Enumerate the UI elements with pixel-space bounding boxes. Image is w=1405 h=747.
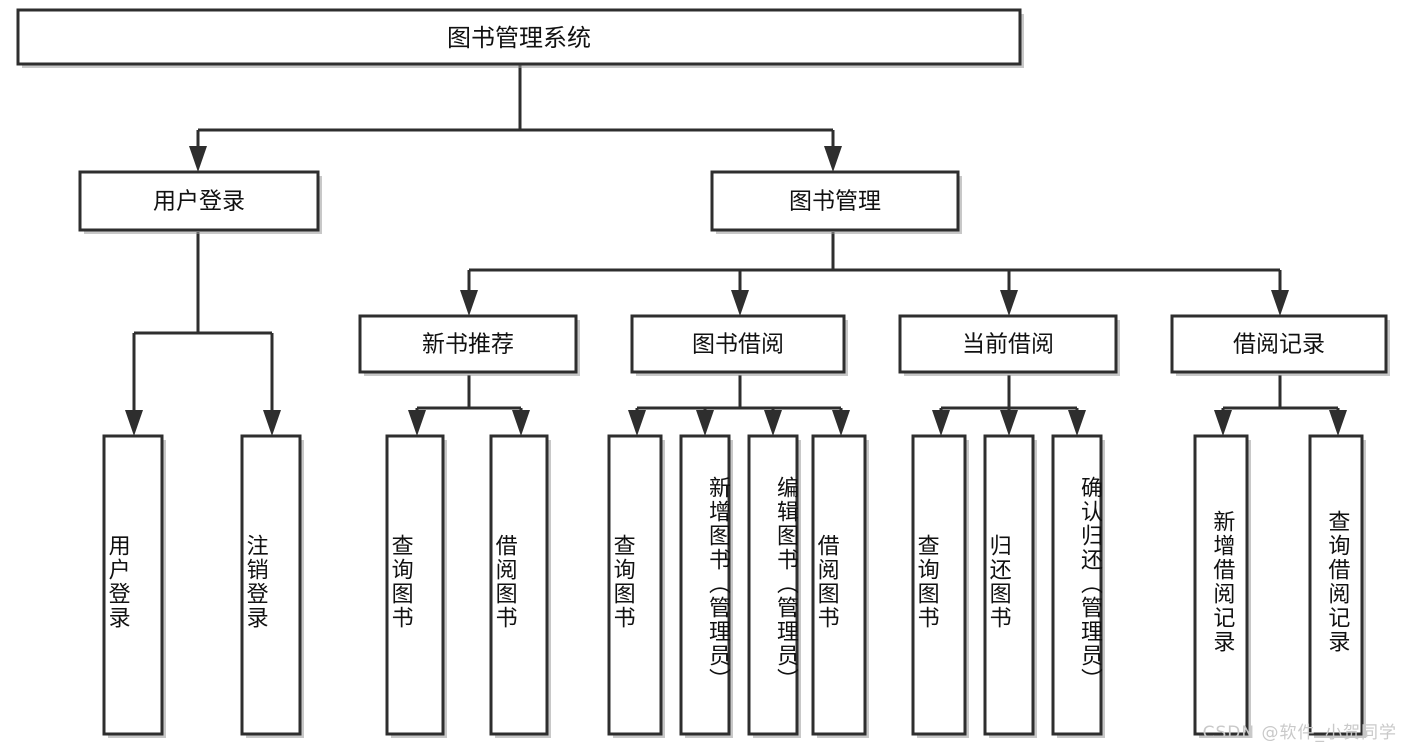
leaf-box[interactable] xyxy=(385,434,445,736)
arrow-head-icon xyxy=(1000,290,1018,316)
leaf-current-borrow-2[interactable] xyxy=(1051,434,1105,738)
leaf-box[interactable] xyxy=(1308,434,1364,736)
node-new-book-recommend-box[interactable] xyxy=(358,314,578,374)
leaf-user-login-1[interactable] xyxy=(240,434,304,738)
leaf-book-borrow-1[interactable] xyxy=(679,434,733,738)
arrow-head-icon xyxy=(263,410,281,436)
node-borrow-records-label: 借阅记录 xyxy=(1233,332,1325,358)
arrow-head-icon xyxy=(512,410,530,436)
arrow-head-icon xyxy=(125,410,143,436)
node-current-borrow-label: 当前借阅 xyxy=(962,332,1054,358)
leaf-book-borrow-3[interactable] xyxy=(811,434,869,738)
arrow-head-icon xyxy=(1329,410,1347,436)
leaf-box[interactable] xyxy=(240,434,302,736)
node-new-book-recommend-label: 新书推荐 xyxy=(422,332,514,358)
arrow-head-icon xyxy=(1000,410,1018,436)
node-book-borrow[interactable]: 图书借阅 xyxy=(630,314,848,376)
leaf-box[interactable] xyxy=(983,434,1035,736)
connector-group-records xyxy=(1214,375,1347,436)
leaf-box[interactable] xyxy=(811,434,867,736)
arrow-head-icon xyxy=(408,410,426,436)
node-new-book-recommend[interactable]: 新书推荐 xyxy=(358,314,580,376)
leaf-borrow-records-1[interactable] xyxy=(1308,434,1366,738)
connector-group-current xyxy=(932,375,1086,436)
connector-group-borrow xyxy=(628,375,850,436)
leaf-current-borrow-0[interactable] xyxy=(911,434,969,738)
arrow-head-icon xyxy=(1214,410,1232,436)
leaf-box[interactable] xyxy=(1193,434,1249,736)
node-book-borrow-label: 图书借阅 xyxy=(692,332,784,358)
node-root[interactable]: 图书管理系统 xyxy=(16,8,1024,68)
arrow-head-icon xyxy=(824,146,842,172)
leaf-new-book-1[interactable] xyxy=(489,434,551,738)
leaf-box[interactable] xyxy=(489,434,549,736)
node-book-management-label: 图书管理 xyxy=(789,189,881,215)
arrow-head-icon xyxy=(460,290,478,316)
node-root-box[interactable] xyxy=(16,8,1022,66)
arrow-head-icon xyxy=(832,410,850,436)
arrow-head-icon xyxy=(764,410,782,436)
leaf-user-login-0[interactable] xyxy=(102,434,166,738)
arrow-head-icon xyxy=(731,290,749,316)
leaf-box[interactable] xyxy=(607,434,663,736)
node-root-label: 图书管理系统 xyxy=(447,24,591,52)
leaf-box[interactable] xyxy=(102,434,164,736)
leaf-box[interactable] xyxy=(679,434,731,736)
leaf-borrow-records-0[interactable] xyxy=(1193,434,1251,738)
node-user-login-box[interactable] xyxy=(78,170,320,232)
leaf-new-book-0[interactable] xyxy=(385,434,447,738)
node-current-borrow[interactable]: 当前借阅 xyxy=(898,314,1120,376)
arrow-head-icon xyxy=(189,146,207,172)
connector-group-newbook xyxy=(408,375,530,436)
leaf-box[interactable] xyxy=(911,434,967,736)
leaf-book-borrow-0[interactable] xyxy=(607,434,665,738)
leaf-box[interactable] xyxy=(747,434,799,736)
node-borrow-records-box[interactable] xyxy=(1170,314,1388,374)
connector-group-bookmgmt xyxy=(460,232,1289,316)
arrow-head-icon xyxy=(696,410,714,436)
node-borrow-records[interactable]: 借阅记录 xyxy=(1170,314,1390,376)
arrow-head-icon xyxy=(1271,290,1289,316)
leaf-box[interactable] xyxy=(1051,434,1103,736)
watermark-text: CSDN @软件_小贺同学 xyxy=(1202,723,1397,743)
node-book-borrow-box[interactable] xyxy=(630,314,846,374)
connector-group-root xyxy=(189,64,842,172)
node-book-management[interactable]: 图书管理 xyxy=(710,170,962,234)
arrow-head-icon xyxy=(628,410,646,436)
node-user-login-label: 用户登录 xyxy=(153,189,245,215)
leaf-current-borrow-1[interactable] xyxy=(983,434,1037,738)
leaf-book-borrow-2[interactable] xyxy=(747,434,801,738)
node-book-management-box[interactable] xyxy=(710,170,960,232)
connector-group-userlogin xyxy=(125,232,281,436)
node-current-borrow-box[interactable] xyxy=(898,314,1118,374)
arrow-head-icon xyxy=(932,410,950,436)
node-user-login[interactable]: 用户登录 xyxy=(78,170,322,234)
arrow-head-icon xyxy=(1068,410,1086,436)
